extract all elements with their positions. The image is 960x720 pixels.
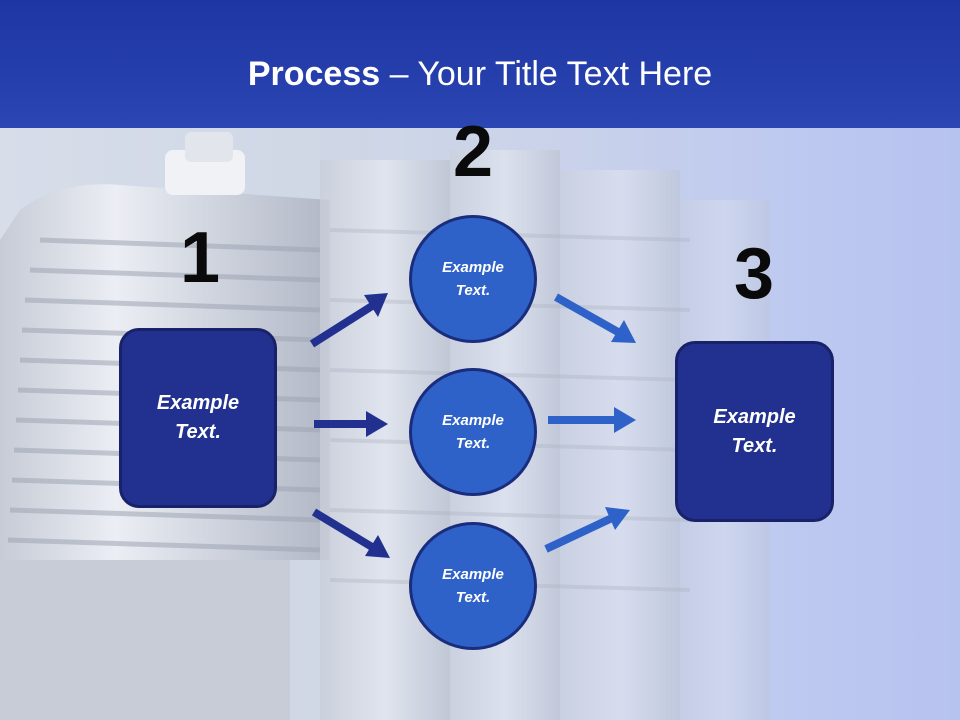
step-3-box[interactable]: Example Text. bbox=[675, 341, 834, 522]
circle-3-text: Example Text. bbox=[442, 566, 504, 606]
circle-2-text: Example Text. bbox=[442, 412, 504, 452]
circle-1-text: Example Text. bbox=[442, 259, 504, 299]
step-number-3: 3 bbox=[733, 234, 775, 314]
slide-title: Process – Your Title Text Here bbox=[0, 52, 960, 96]
title-bar bbox=[0, 0, 960, 128]
title-bold: Process bbox=[247, 55, 381, 93]
arrow-to-circle-1 bbox=[309, 293, 388, 348]
step-3-text: Example Text. bbox=[713, 405, 796, 457]
step-2-circle-3[interactable]: Example Text. bbox=[409, 522, 537, 650]
step-number-1: 1 bbox=[179, 218, 221, 298]
step-1-box[interactable]: Example Text. bbox=[119, 328, 277, 508]
title-rest: – Your Title Text Here bbox=[380, 55, 713, 93]
arrow-from-circle-2 bbox=[548, 407, 636, 433]
step-number-2: 2 bbox=[452, 112, 494, 192]
arrow-to-circle-2 bbox=[314, 411, 388, 437]
arrow-to-circle-3 bbox=[311, 508, 390, 558]
step-2-circle-2[interactable]: Example Text. bbox=[409, 368, 537, 496]
arrow-from-circle-3 bbox=[544, 507, 630, 553]
step-2-circle-1[interactable]: Example Text. bbox=[409, 215, 537, 343]
arrow-from-circle-1 bbox=[554, 293, 636, 343]
step-1-text: Example Text. bbox=[156, 392, 240, 443]
